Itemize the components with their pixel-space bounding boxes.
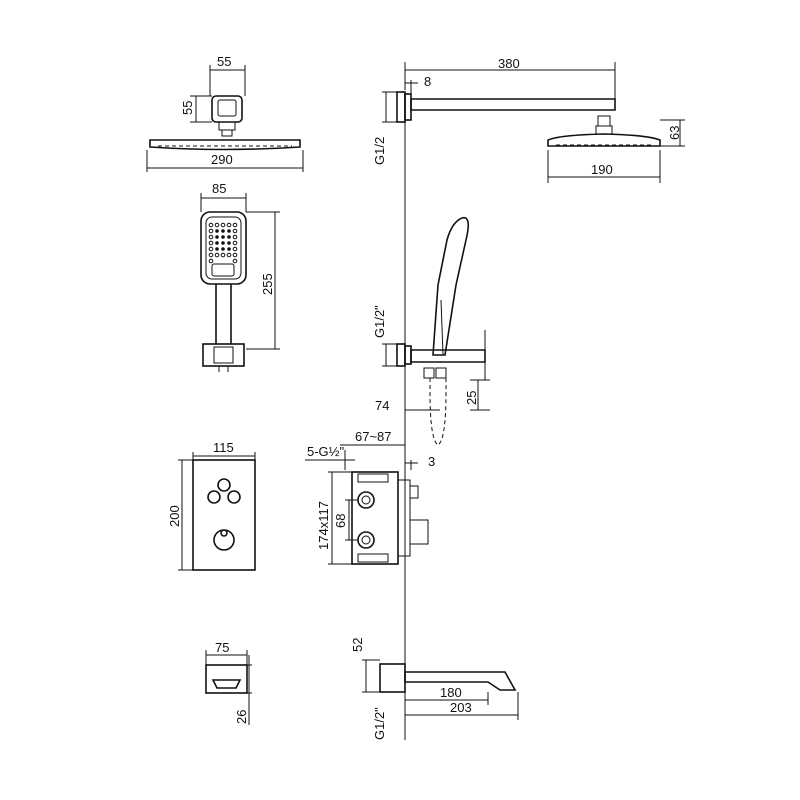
dim-valve-ports: 5-G½" xyxy=(307,444,345,459)
hand-shower-side xyxy=(382,216,490,446)
dim-valve-pitch: 68 xyxy=(333,514,348,528)
dim-valve-offset: 3 xyxy=(428,454,435,469)
rain-shower-head-front xyxy=(146,139,304,172)
hand-shower-nozzles xyxy=(208,222,238,264)
dim-handshower-width: 85 xyxy=(212,181,226,196)
dim-valve-size: 174x117 xyxy=(316,501,331,550)
spout-front xyxy=(205,650,252,725)
dim-inlet-mid: G1/2" xyxy=(372,305,387,338)
rain-shower-head-side xyxy=(547,119,685,183)
dim-outlet-height: 25 xyxy=(464,391,479,405)
hand-shower xyxy=(200,193,280,372)
shower-arm-connector xyxy=(190,65,246,137)
dim-spout-width: 75 xyxy=(215,640,229,655)
dim-arm-height: 55 xyxy=(180,101,195,115)
dim-spout-depth: 26 xyxy=(234,710,249,724)
dim-panel-width: 115 xyxy=(213,440,234,455)
dim-panel-height: 200 xyxy=(167,505,182,527)
dim-spout-reach2: 203 xyxy=(450,700,472,715)
dim-head-width: 290 xyxy=(211,152,233,167)
concealed-valve xyxy=(305,444,429,565)
dim-head-thickness: 63 xyxy=(667,126,682,140)
dim-spout-height: 52 xyxy=(350,638,365,652)
dim-arm-length: 380 xyxy=(498,56,520,71)
dim-valve-depth: 67~87 xyxy=(355,429,392,444)
dim-inlet-bottom: G1/2" xyxy=(372,707,387,740)
control-panel xyxy=(178,452,256,571)
dim-spout-reach1: 180 xyxy=(440,685,462,700)
shower-arm-side xyxy=(382,62,616,135)
dim-arm-wall: 8 xyxy=(424,74,431,89)
dim-inlet-top: G1/2 xyxy=(372,137,387,165)
dim-outlet-depth: 74 xyxy=(375,398,389,413)
dim-arm-width: 55 xyxy=(217,54,231,69)
dim-head-diameter: 190 xyxy=(591,162,613,177)
spout-side xyxy=(362,659,519,720)
dim-handshower-height: 255 xyxy=(260,273,275,295)
